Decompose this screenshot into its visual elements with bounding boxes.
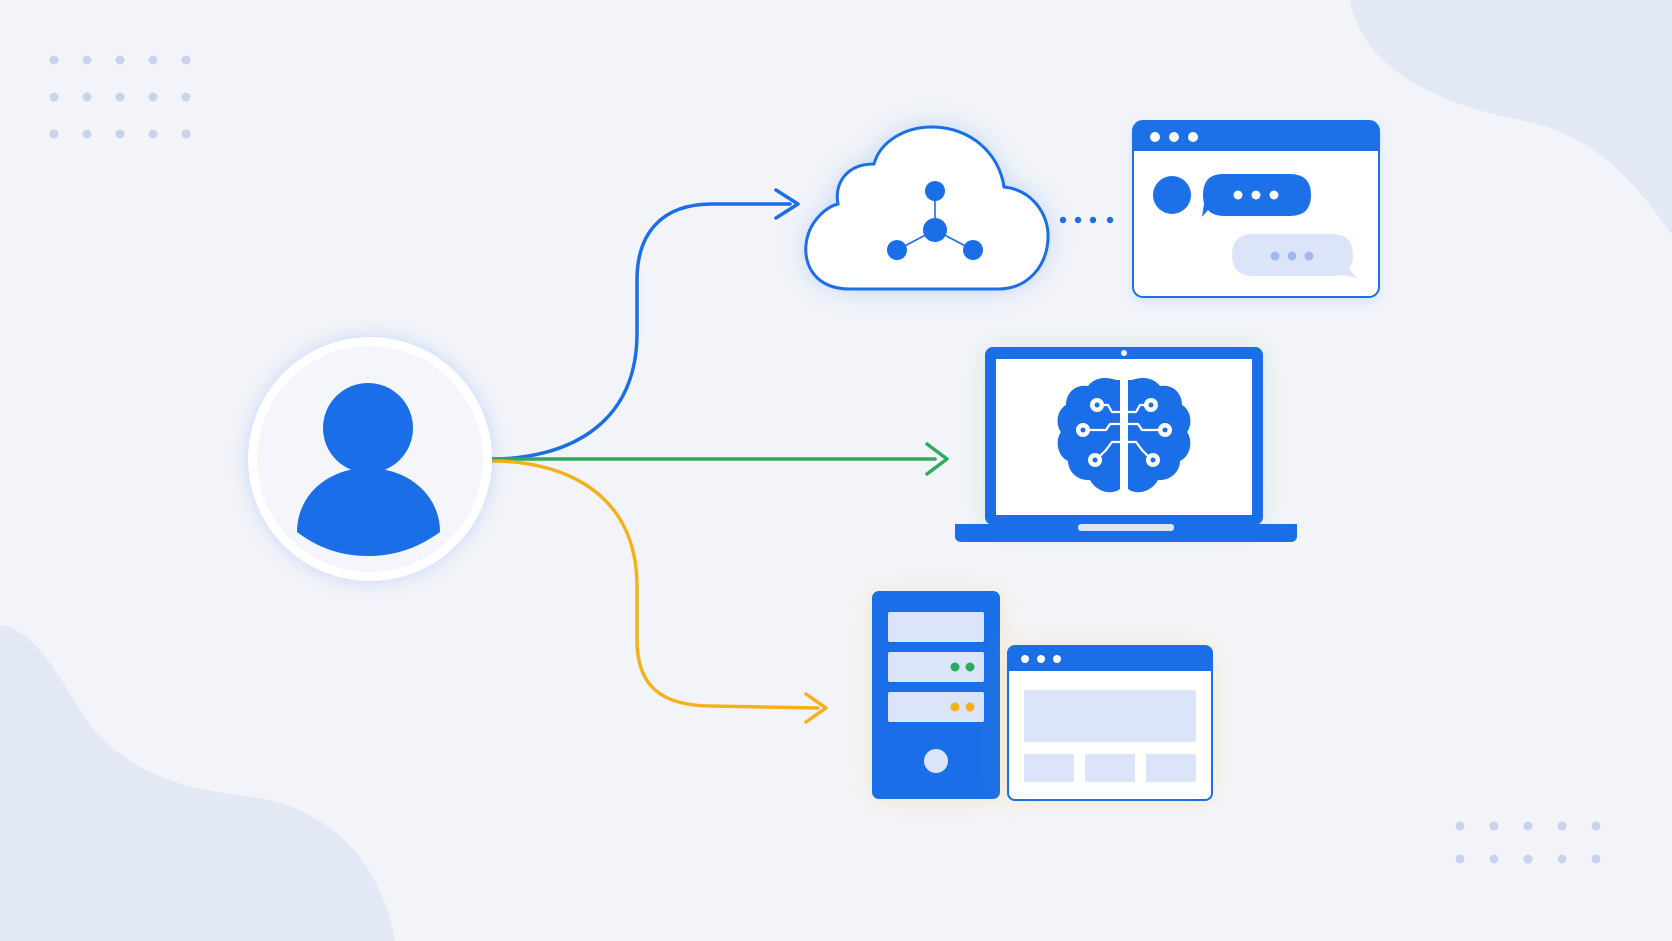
web-content-card-2 (1085, 754, 1135, 782)
decorative-dot (115, 55, 125, 65)
decorative-dot (115, 129, 125, 139)
web-window-titlebar (1008, 646, 1212, 671)
server-node[interactable] (872, 591, 1000, 801)
decorative-dot (1557, 854, 1567, 864)
arrow-head-cloud (774, 188, 800, 220)
server-led-green-2 (965, 662, 975, 672)
decorative-dot (148, 92, 158, 102)
decorative-dot (49, 92, 59, 102)
web-content-card-1 (1024, 754, 1074, 782)
decorative-dot (181, 55, 191, 65)
decorative-dot (115, 92, 125, 102)
laptop-camera (1121, 350, 1127, 356)
web-window-node[interactable] (1007, 645, 1213, 801)
user-icon (297, 383, 440, 556)
cloud-node[interactable] (804, 125, 1050, 291)
connector-cloud-to-chat (1059, 216, 1114, 224)
server-bay-2 (888, 652, 984, 682)
laptop-node[interactable] (955, 347, 1297, 542)
dot-grid-bottom-right (1455, 821, 1601, 864)
decorative-dot (148, 55, 158, 65)
connector-user-to-server (490, 459, 820, 710)
web-content-card-3 (1146, 754, 1196, 782)
decorative-dot (1523, 821, 1533, 831)
web-content-banner (1024, 690, 1196, 742)
background-blob-bottom-left (0, 625, 395, 941)
decorative-dot (181, 129, 191, 139)
decorative-dot (1489, 821, 1499, 831)
server-power-button (924, 749, 948, 773)
server-led-yellow-2 (965, 702, 975, 712)
laptop-trackpad-notch (1078, 524, 1174, 531)
decorative-dot (1591, 821, 1601, 831)
decorative-dot (1455, 854, 1465, 864)
user-node[interactable] (248, 337, 492, 581)
network-nodes-icon (887, 181, 983, 260)
window-dots (1150, 132, 1198, 142)
background-blob-top-right (1350, 0, 1672, 235)
decorative-dot (1455, 821, 1465, 831)
decorative-dot (49, 129, 59, 139)
laptop-screen (996, 359, 1252, 515)
decorative-dot (49, 55, 59, 65)
decorative-dot (148, 129, 158, 139)
arrow-head-server (804, 692, 828, 724)
decorative-dot (1523, 854, 1533, 864)
decorative-dot (82, 92, 92, 102)
chat-bubble-incoming (1232, 234, 1357, 278)
decorative-dot (82, 55, 92, 65)
dot-grid-top-left (49, 55, 191, 139)
chat-bubble-outgoing (1202, 174, 1311, 217)
server-bay-3 (888, 692, 984, 722)
decorative-dot (1489, 854, 1499, 864)
decorative-dot (1591, 854, 1601, 864)
ai-brain-icon (1057, 378, 1191, 493)
decorative-dot (181, 92, 191, 102)
chat-window-node[interactable] (1132, 120, 1380, 298)
chat-avatar (1153, 176, 1191, 214)
chat-window-titlebar (1133, 121, 1379, 151)
decorative-dot (1557, 821, 1567, 831)
server-bay-1 (888, 612, 984, 642)
cloud-icon (804, 125, 1050, 291)
arrow-head-laptop (925, 442, 949, 476)
decorative-dot (82, 129, 92, 139)
server-led-yellow-1 (950, 702, 960, 712)
window-dots (1021, 655, 1061, 663)
connector-user-to-cloud (490, 202, 792, 461)
laptop-base (955, 524, 1297, 542)
server-led-green-1 (950, 662, 960, 672)
